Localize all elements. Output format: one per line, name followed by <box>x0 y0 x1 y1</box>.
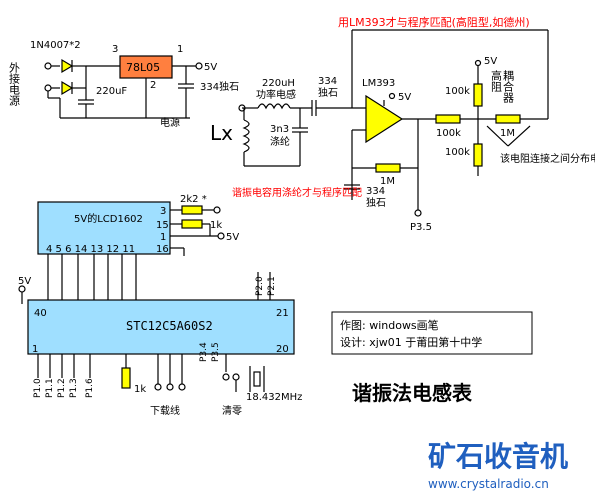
p13-label: P1.3 <box>69 378 79 398</box>
ext-supply-label: 外接电源 <box>8 62 21 107</box>
reg-pin2: 2 <box>150 80 156 91</box>
cap-334-bottom-label: 334 <box>366 186 385 197</box>
cap-220uf-label: 220uF <box>96 86 127 97</box>
mcu-name: STC12C5A60S2 <box>126 319 213 333</box>
res-1m-fb-label: 1M <box>380 176 395 187</box>
p10-label: P1.0 <box>33 378 43 398</box>
lcd-5v-label: 5V <box>226 232 239 243</box>
resonance-note: 谐振电容用涤纶才与程序匹配 <box>232 186 362 199</box>
inductor-value-label: 220uH <box>262 78 295 89</box>
p12-label: P1.2 <box>57 378 67 398</box>
lcd-bottom-pins-label: 4 5 6 14 13 12 11 <box>46 244 135 255</box>
download-label: 下载线 <box>150 404 180 417</box>
lcd-pin16-label: 16 <box>156 244 169 255</box>
mcu-pin1-label: 1 <box>32 344 38 355</box>
cap-3n3-type-label: 涤纶 <box>270 135 290 148</box>
diode-2 <box>61 80 74 96</box>
mcu-pin40-label: 40 <box>34 308 47 319</box>
inductor-lx <box>242 119 250 153</box>
resistor-100k-bottom <box>473 143 483 167</box>
mcu-pin21-label: 21 <box>276 308 289 319</box>
res-100k-bottom-label: 100k <box>445 147 470 158</box>
top-note: 用LM393才与程序匹配(高阻型,如德州) <box>338 15 530 29</box>
diode-1 <box>61 58 74 74</box>
cap-3n3-label: 3n3 <box>270 124 289 135</box>
author-line-1: 作图: windows画笔 <box>340 318 439 332</box>
lcd1602-module <box>37 201 171 255</box>
resistor-1m-coupler <box>495 114 521 124</box>
resistor-1k-mcu <box>121 367 131 389</box>
site-url: www.crystalradio.cn <box>428 477 549 491</box>
mcu-section <box>18 272 295 392</box>
regulator-name: 78L05 <box>126 61 160 74</box>
mcu-5v-label: 5V <box>18 276 31 287</box>
lm393-label: LM393 <box>362 78 395 89</box>
oscillator-section <box>238 29 549 217</box>
res-1k-lcd-label: 1k <box>210 220 222 231</box>
resistor-2k2 <box>181 205 203 215</box>
lcd-pin15-label: 15 <box>156 220 169 231</box>
power-supply-section <box>44 55 203 119</box>
site-logo-text: 矿石收音机 <box>428 440 568 473</box>
coupler-subtitle: 耦合器 <box>502 70 515 104</box>
p21-label: P2.1 <box>267 276 277 296</box>
p11-label: P1.1 <box>45 378 55 398</box>
p34-label: P3.4 <box>199 342 209 362</box>
diagram-title: 谐振法电感表 <box>352 381 473 405</box>
reset-key-label: 清零 <box>222 404 242 417</box>
p35-osc-label: P3.5 <box>410 222 432 233</box>
resistor-1m-feedback <box>375 163 401 173</box>
lcd-pin3-label: 3 <box>160 206 166 217</box>
cap-334-tant-label: 334独石 <box>200 80 239 93</box>
p16-label: P1.6 <box>85 378 95 398</box>
lcd-name-label: 5V的LCD1602 <box>74 212 143 225</box>
mcu-pin20-label: 20 <box>276 344 289 355</box>
power-label: 电源 <box>160 116 180 129</box>
lx-label: Lx <box>210 121 233 145</box>
resistor-100k-output <box>435 114 461 124</box>
lcd-section <box>37 201 225 300</box>
res-2k2-label: 2k2 * <box>180 194 207 205</box>
res-1m-coupler-label: 1M <box>500 128 515 139</box>
inductor-220uh <box>257 103 291 110</box>
diode-label: 1N4007*2 <box>30 40 81 51</box>
lm393-5v-label: 5V <box>398 92 411 103</box>
lm393-comparator <box>365 94 404 144</box>
coupler-title: 高阻 <box>490 69 503 93</box>
cap-334-bottom-type: 独石 <box>366 196 386 209</box>
res-1k-mcu-label: 1k <box>134 384 146 395</box>
crystal-label: 18.432MHz <box>246 392 302 403</box>
cap-334-top-label: 334 <box>318 76 337 87</box>
author-box <box>331 311 533 355</box>
note-distributed-cap: 该电阻连接之间分布电容要小一些 <box>500 152 595 165</box>
res-100k-top-label: 100k <box>445 86 470 97</box>
lcd-pin1-label: 1 <box>160 232 166 243</box>
cap-334-top-type: 独石 <box>318 86 338 99</box>
divider-5v-label: 5V <box>484 56 497 67</box>
resistor-100k-top <box>473 83 483 107</box>
p20-label: P2.0 <box>255 276 265 296</box>
resistor-1k-lcd <box>181 219 203 229</box>
p35-mcu-label: P3.5 <box>211 342 221 362</box>
stc12c5a60s2-chip <box>27 299 295 355</box>
supply-5v-label: 5V <box>204 62 217 73</box>
reg-pin3: 3 <box>112 44 118 55</box>
author-line-2: 设计: xjw01 于莆田第十中学 <box>340 335 482 349</box>
res-100k-mid-label: 100k <box>436 128 461 139</box>
reg-pin1: 1 <box>177 44 183 55</box>
inductor-name-label: 功率电感 <box>256 88 296 101</box>
crystal-18432 <box>253 371 261 387</box>
